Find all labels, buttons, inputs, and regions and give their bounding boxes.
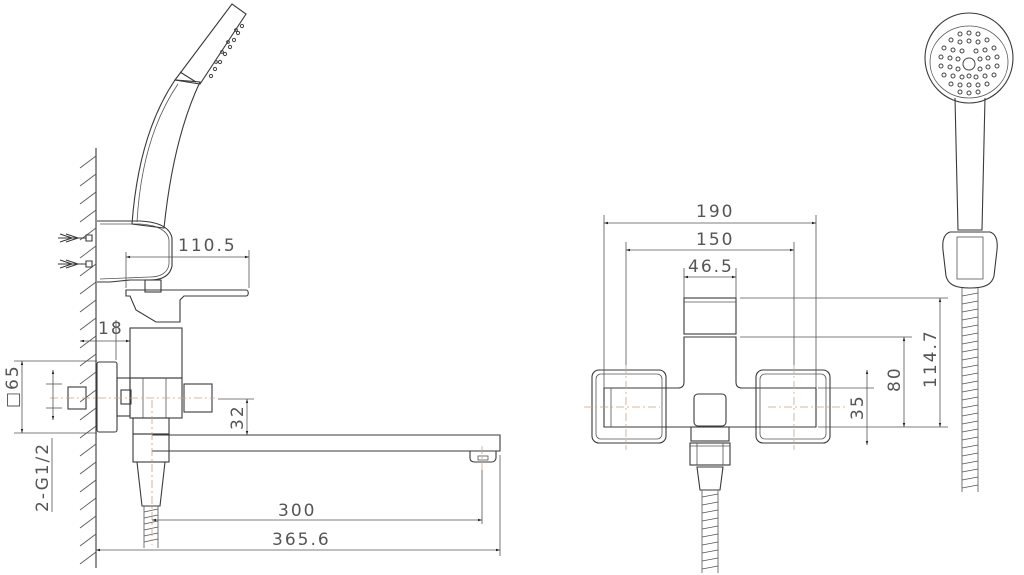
dim-handle-width: 46.5 xyxy=(688,257,734,277)
spray-face-icon xyxy=(938,30,1000,96)
front-view: 190 150 46.5 35 80 114.7 xyxy=(584,202,948,573)
handle-block xyxy=(683,297,737,335)
dim-bar-height: 35 xyxy=(848,394,868,420)
flange-right xyxy=(755,369,831,444)
hose-front xyxy=(701,490,719,573)
hose-hand-shower xyxy=(961,288,979,492)
dim-inlet-centers: 150 xyxy=(696,230,734,250)
wall-hatch xyxy=(79,148,97,568)
diverter-knob xyxy=(693,393,727,427)
dim-overall-width: 190 xyxy=(696,202,734,222)
dim-spout-drop: 32 xyxy=(228,404,248,430)
dim-wall-offset: 18 xyxy=(98,319,124,339)
lever-handle xyxy=(125,289,249,323)
spray-nozzles-icon xyxy=(208,23,245,79)
side-view: 110.5 18 □65 2-G1/2 32 300 365.6 xyxy=(3,3,501,568)
flange-left xyxy=(591,369,667,444)
dim-handle-reach: 110.5 xyxy=(178,236,237,256)
dim-spout-reach: 300 xyxy=(278,501,316,521)
hand-shower-front xyxy=(924,12,1014,492)
mixer-body xyxy=(129,327,183,379)
dim-flange-square: □65 xyxy=(3,364,23,408)
wall-anchor-icon xyxy=(58,233,93,269)
dim-total-height: 114.7 xyxy=(921,329,941,388)
hand-shower-side xyxy=(131,3,247,229)
dim-inlet-thread: 2-G1/2 xyxy=(33,442,53,512)
spout xyxy=(152,434,501,452)
dim-body-height: 80 xyxy=(885,366,905,392)
mixer-body-front xyxy=(603,336,817,428)
dim-overall-length: 365.6 xyxy=(272,530,331,550)
hose-side xyxy=(143,506,159,548)
shower-holder xyxy=(97,220,173,283)
